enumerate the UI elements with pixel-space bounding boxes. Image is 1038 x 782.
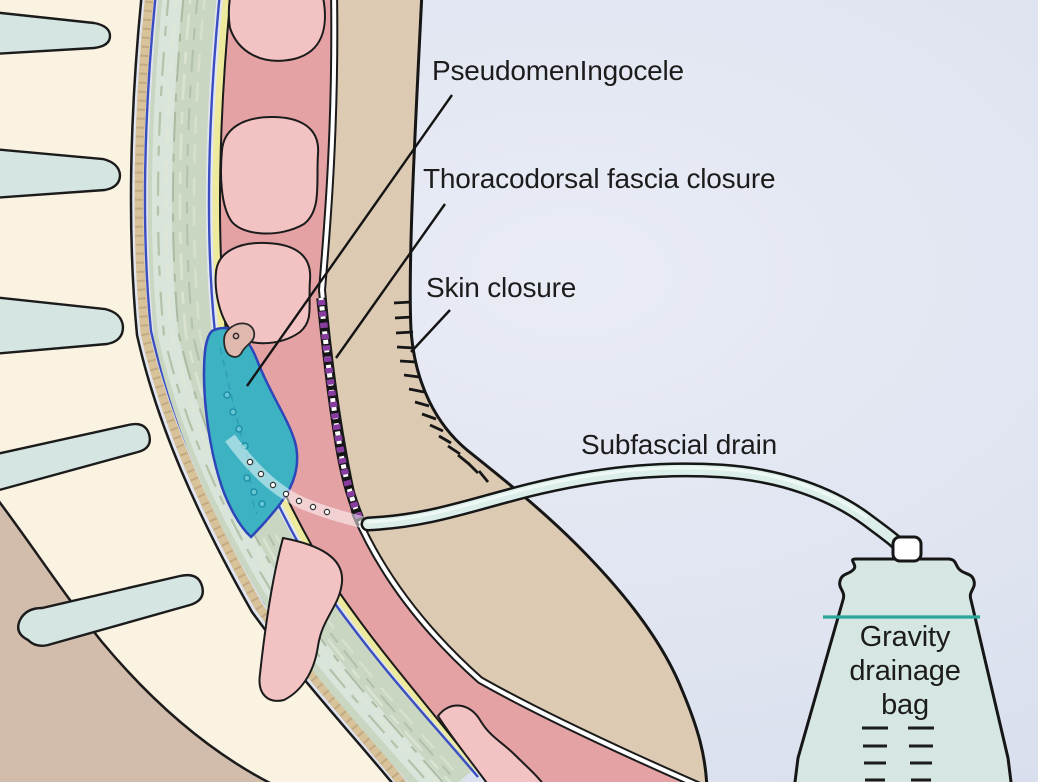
csf-bubble <box>235 425 243 433</box>
tube-connector <box>891 535 923 563</box>
csf-bubble <box>258 500 266 508</box>
skin-suture-tick <box>447 444 461 456</box>
muscle-lobe <box>436 704 543 782</box>
label-skin-closure: Skin closure <box>426 272 577 303</box>
leader-line-pseudomeningocele <box>246 94 453 387</box>
skin-suture-ticks <box>393 300 490 483</box>
skin-outline <box>408 0 709 782</box>
intervertebral-disc <box>0 296 125 355</box>
drain-hole <box>257 470 265 478</box>
skin-suture-tick <box>429 423 444 433</box>
drainage-bag-body <box>793 557 1013 782</box>
muscle-lobe <box>214 241 312 345</box>
vertebral-column <box>0 0 392 782</box>
label-pseudomeningocele: PseudomenIngocele <box>432 55 684 86</box>
skin-layer <box>322 0 707 782</box>
label-gravity-drainage-bag: Gravity drainage bag <box>849 621 961 721</box>
abdomen-tissue <box>0 500 271 782</box>
intervertebral-discs <box>0 11 204 648</box>
muscle-lobe <box>220 115 320 235</box>
ligament-band <box>134 0 407 782</box>
leader-lines <box>246 94 453 387</box>
intervertebral-disc <box>17 573 204 648</box>
drain-tube <box>360 462 912 559</box>
leader-line-skin-closure <box>410 309 451 353</box>
csf-wavy-line <box>219 347 258 515</box>
drain-holes <box>246 458 331 516</box>
intervertebral-disc <box>0 148 122 199</box>
skin-suture-tick <box>408 387 425 394</box>
label-subfascial-drain: Subfascial drain <box>581 429 778 460</box>
csf-bubble <box>223 391 231 399</box>
skin-suture-tick <box>467 462 479 474</box>
skin-suture-tick <box>457 453 470 466</box>
csf-bubble <box>243 474 251 482</box>
vertebral-column-outline <box>129 0 393 782</box>
intervertebral-disc <box>0 422 152 492</box>
fascia-suture-chain <box>316 297 367 526</box>
bag-graduations <box>862 726 934 782</box>
skin-suture-tick <box>438 434 452 445</box>
skin-suture-tick <box>403 373 420 379</box>
skin-suture-tick <box>399 359 417 364</box>
skin-suture-tick <box>477 470 490 483</box>
intervertebral-disc <box>0 11 112 55</box>
skin-suture-tick <box>395 330 414 335</box>
drain-hole <box>246 458 254 466</box>
muscle-lobe <box>227 0 326 62</box>
drain-hole <box>295 497 303 505</box>
ligament-band-texture <box>134 0 406 782</box>
skin-suture-tick <box>394 315 413 320</box>
label-fascia-closure: Thoracodorsal fascia closure <box>423 163 776 194</box>
muscle-lobe <box>258 536 344 702</box>
bone-fragment-hole <box>232 332 240 340</box>
leader-line-fascia-closure <box>335 203 446 359</box>
skin-suture-tick <box>414 400 430 408</box>
csf-bubble <box>229 408 237 416</box>
drain-hole <box>323 508 331 516</box>
drain-hole <box>309 503 317 511</box>
drain-hole <box>269 481 277 489</box>
csf-bubble <box>250 488 258 496</box>
skin-suture-tick <box>421 412 437 421</box>
drain-hole <box>282 490 290 498</box>
bone-fragment <box>223 322 256 358</box>
skin-suture-tick <box>396 345 415 350</box>
muscle-lobes <box>214 0 543 782</box>
skin-suture-tick <box>393 300 412 305</box>
